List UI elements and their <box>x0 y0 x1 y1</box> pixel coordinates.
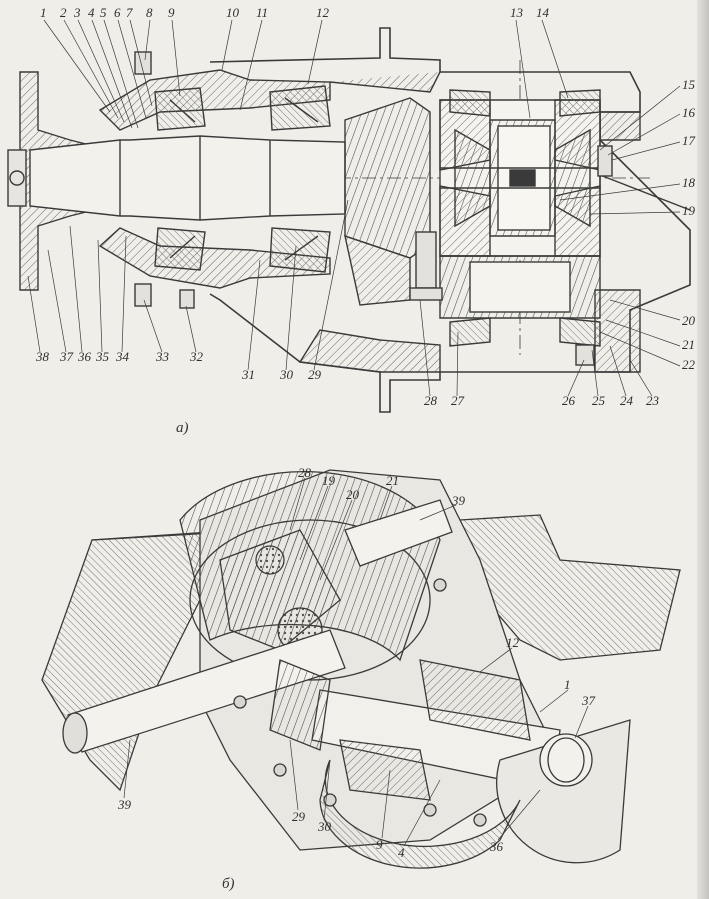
label-b-37: 37 <box>582 693 595 708</box>
label-a-1: 1 <box>40 5 47 20</box>
label-a-17: 17 <box>682 133 695 148</box>
label-a-4: 4 <box>88 5 95 20</box>
label-a-36: 36 <box>78 349 91 364</box>
label-a-20: 20 <box>682 313 695 328</box>
label-b-19: 19 <box>322 473 335 488</box>
caption-a: а) <box>176 420 189 436</box>
label-b-1: 1 <box>564 677 571 692</box>
label-b-30: 30 <box>318 819 331 834</box>
label-b-4: 4 <box>398 845 405 860</box>
label-a-9: 9 <box>168 5 175 20</box>
label-a-37: 37 <box>60 349 73 364</box>
label-a-7: 7 <box>126 5 133 20</box>
label-a-28: 28 <box>424 393 437 408</box>
cutaway-view-b <box>41 469 681 869</box>
label-a-33: 33 <box>156 349 169 364</box>
label-b-29: 29 <box>292 809 305 824</box>
label-a-22: 22 <box>682 357 695 372</box>
label-b-39-bottom: 39 <box>118 797 131 812</box>
label-a-26: 26 <box>562 393 575 408</box>
label-a-27: 27 <box>451 393 464 408</box>
label-b-36: 36 <box>490 839 503 854</box>
label-a-12: 12 <box>316 5 329 20</box>
label-b-21: 21 <box>386 473 399 488</box>
label-a-24: 24 <box>620 393 633 408</box>
label-a-2: 2 <box>60 5 67 20</box>
label-a-30: 30 <box>280 367 293 382</box>
label-a-16: 16 <box>682 105 695 120</box>
label-a-21: 21 <box>682 337 695 352</box>
label-a-18: 18 <box>682 175 695 190</box>
label-a-6: 6 <box>114 5 121 20</box>
sectional-view-a <box>7 19 691 413</box>
label-a-34: 34 <box>116 349 129 364</box>
label-a-35: 35 <box>96 349 109 364</box>
label-a-29: 29 <box>308 367 321 382</box>
label-a-25: 25 <box>592 393 605 408</box>
label-b-28: 28 <box>298 465 311 480</box>
label-a-23: 23 <box>646 393 659 408</box>
label-a-32: 32 <box>190 349 203 364</box>
label-a-11: 11 <box>256 5 269 20</box>
label-a-31: 31 <box>242 367 255 382</box>
label-a-13: 13 <box>510 5 523 20</box>
label-a-5: 5 <box>100 5 107 20</box>
label-b-9: 9 <box>376 837 383 852</box>
label-a-3: 3 <box>74 5 81 20</box>
label-b-39-top: 39 <box>452 493 465 508</box>
label-b-20: 20 <box>346 487 359 502</box>
label-a-38: 38 <box>36 349 49 364</box>
label-a-14: 14 <box>536 5 549 20</box>
label-a-10: 10 <box>226 5 239 20</box>
caption-b: б) <box>222 876 235 892</box>
label-b-12: 12 <box>506 635 519 650</box>
label-a-8: 8 <box>146 5 153 20</box>
label-a-19: 19 <box>682 203 695 218</box>
label-a-15: 15 <box>682 77 695 92</box>
